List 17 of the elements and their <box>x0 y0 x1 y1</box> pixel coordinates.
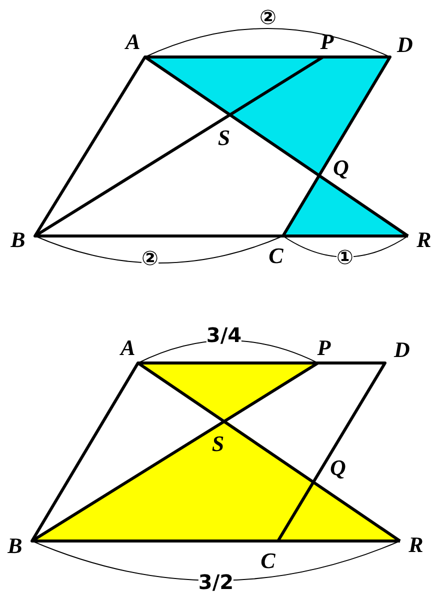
point-label: R <box>416 229 432 251</box>
point-label: S <box>218 127 230 149</box>
point-label: B <box>8 535 22 557</box>
point-label: C <box>260 550 276 572</box>
point-label: A <box>120 337 136 359</box>
point-label: B <box>10 229 26 251</box>
point-label: D <box>394 339 410 361</box>
point-label: R <box>408 534 424 556</box>
length-label: 3/2 <box>198 571 234 593</box>
point-label: D <box>397 34 413 56</box>
point-label: C <box>268 245 284 267</box>
point-label: Q <box>333 157 349 179</box>
point-label: P <box>317 337 331 359</box>
point-label: Q <box>330 457 346 479</box>
point-label: S <box>212 433 224 455</box>
length-label: 3/4 <box>206 324 242 346</box>
point-label: A <box>126 31 140 53</box>
